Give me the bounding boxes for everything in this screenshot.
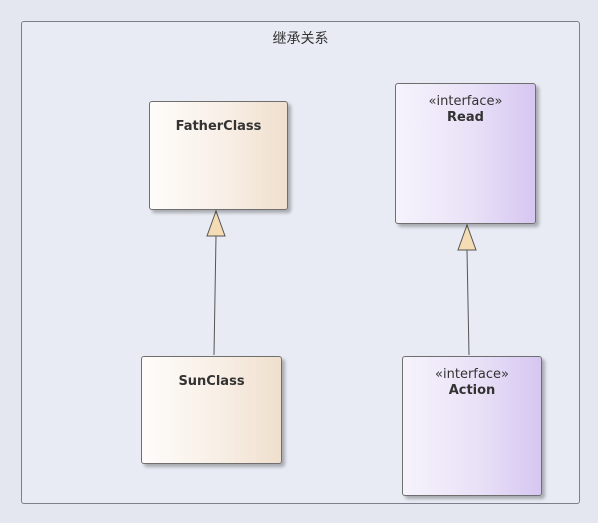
generalization-arrowhead-read bbox=[457, 223, 477, 251]
class-fatherclass[interactable]: FatherClass bbox=[149, 101, 288, 210]
generalization-arrowhead-fatherclass bbox=[206, 209, 226, 237]
frame-title: 继承关系 bbox=[272, 31, 329, 47]
class-name-fatherclass: FatherClass bbox=[175, 119, 262, 134]
generalization-line-action-read[interactable] bbox=[466, 249, 470, 356]
interface-name-read: Read bbox=[447, 110, 484, 125]
generalization-line-sunclass-fatherclass[interactable] bbox=[213, 235, 217, 356]
stereotype-read: «interface» bbox=[428, 94, 503, 109]
interface-action[interactable]: «interface» Action bbox=[402, 356, 542, 496]
stereotype-action: «interface» bbox=[435, 367, 509, 382]
interface-name-action: Action bbox=[448, 383, 496, 398]
class-name-sunclass: SunClass bbox=[178, 374, 245, 389]
class-sunclass[interactable]: SunClass bbox=[141, 356, 282, 464]
interface-read[interactable]: «interface» Read bbox=[395, 83, 536, 224]
